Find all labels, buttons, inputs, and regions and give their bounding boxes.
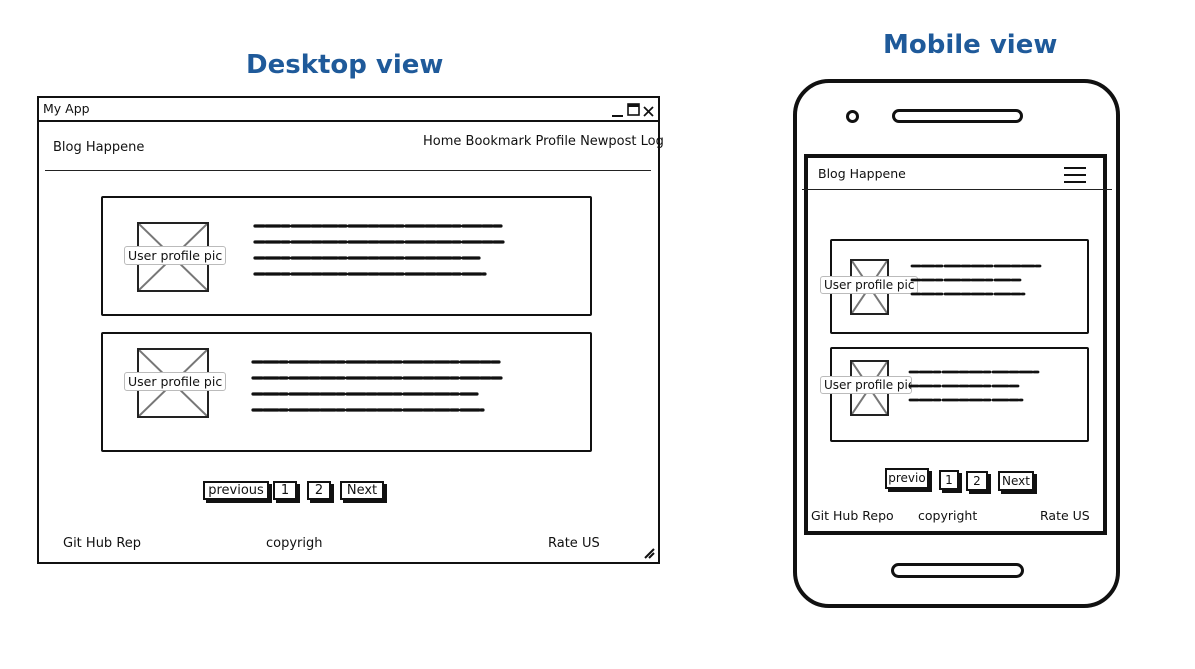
post-card[interactable]: User profile pic — [820, 239, 1089, 334]
brand-title[interactable]: Blog Happene — [53, 140, 145, 155]
post-card[interactable]: User profile pic — [101, 196, 592, 316]
post-excerpt-scribble — [910, 264, 1042, 296]
minimize-icon[interactable] — [611, 102, 624, 117]
post-excerpt-scribble — [253, 224, 505, 276]
footer-github-link[interactable]: Git Hub Rep — [63, 536, 142, 551]
mobile-brand-title[interactable]: Blog Happene — [818, 166, 906, 181]
page-1-button[interactable]: 1 — [273, 481, 297, 500]
mobile-page-2-button[interactable]: 2 — [966, 471, 988, 491]
next-button[interactable]: Next — [340, 481, 384, 500]
page-2-button[interactable]: 2 — [307, 481, 331, 500]
mobile-previous-button[interactable]: previo — [885, 468, 929, 489]
phone-screen: Blog Happene User profile pic User profi… — [802, 154, 1112, 535]
footer-copyright: copyrigh — [266, 536, 323, 551]
header-divider — [45, 170, 651, 171]
home-button[interactable] — [891, 563, 1024, 578]
post-excerpt-scribble — [251, 360, 503, 412]
desktop-view-heading: Desktop view — [246, 50, 444, 80]
footer-rate-us-link[interactable]: Rate US — [548, 536, 600, 551]
mobile-header-divider — [802, 189, 1112, 190]
user-profile-pic-label: User profile pic — [820, 376, 912, 394]
window-title: My App — [43, 101, 90, 116]
mobile-view-heading: Mobile view — [883, 30, 1058, 60]
camera-icon — [846, 110, 859, 123]
close-icon[interactable] — [643, 102, 654, 117]
post-excerpt-scribble — [908, 370, 1040, 402]
hamburger-menu-icon[interactable] — [1064, 166, 1086, 184]
resize-grip-icon[interactable] — [643, 544, 655, 559]
nav-menu[interactable]: Home Bookmark Profile Newpost Log — [423, 134, 664, 149]
mobile-footer-github-link[interactable]: Git Hub Repo — [811, 508, 894, 523]
mobile-page-1-button[interactable]: 1 — [939, 470, 959, 490]
user-profile-pic-label: User profile pic — [124, 246, 227, 265]
maximize-icon[interactable] — [627, 101, 640, 116]
user-profile-pic-label: User profile pic — [820, 276, 919, 294]
post-card[interactable]: User profile pic — [820, 347, 1089, 442]
desktop-window: My App Blog Happene Home Bookmark Profil… — [37, 96, 664, 564]
post-card[interactable]: User profile pic — [101, 332, 592, 452]
user-profile-pic-label: User profile pic — [124, 372, 227, 391]
speaker-grille — [892, 109, 1023, 123]
previous-button[interactable]: previous — [203, 481, 269, 500]
window-title-bar: My App — [39, 98, 658, 122]
phone-frame — [793, 79, 1120, 608]
mobile-footer-copyright: copyright — [918, 508, 978, 523]
mobile-next-button[interactable]: Next — [998, 471, 1034, 491]
mobile-footer-rate-us-link[interactable]: Rate US — [1040, 508, 1090, 523]
